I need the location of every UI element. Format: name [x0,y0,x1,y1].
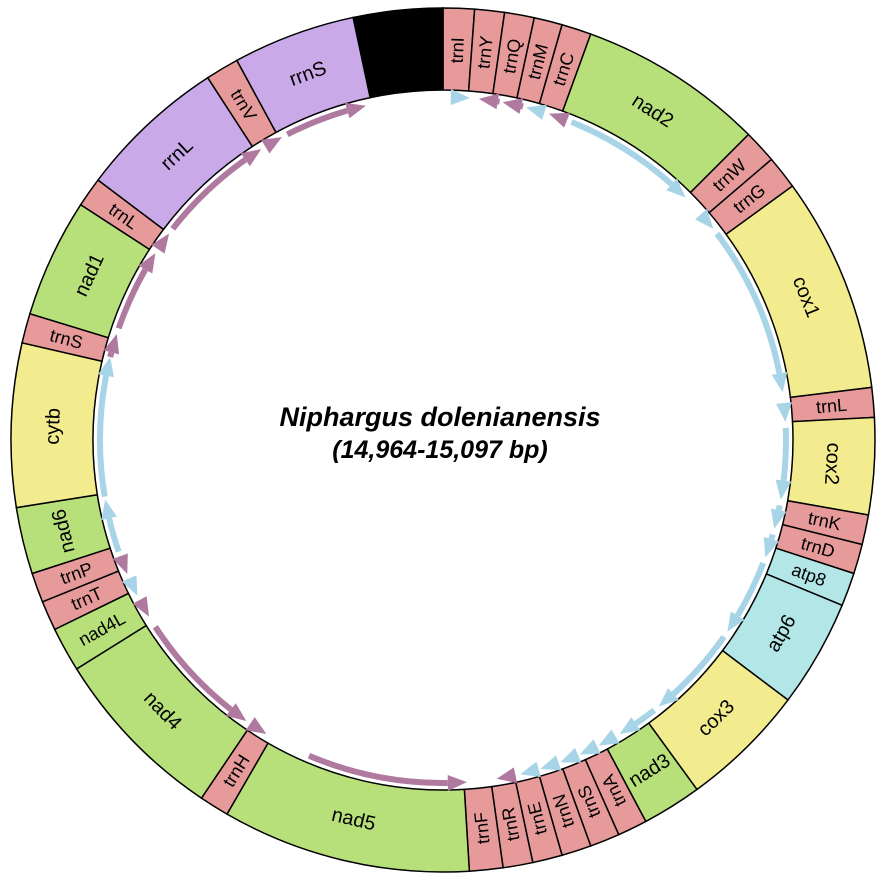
strand-arrows [97,89,792,791]
strand-arrow-head-18 [540,755,562,771]
strand-arrow-body-32 [170,157,248,231]
strand-arrow-head-8 [776,402,792,423]
strand-arrow-head-4 [548,112,570,128]
strand-arrow-body-11 [768,533,776,541]
strand-arrow-head-14 [619,717,641,735]
strand-arrow-body-7 [714,231,783,374]
strand-arrow-head-25 [121,575,138,596]
strand-arrow-head-1 [478,93,500,110]
gene-segment-control-region-37 [352,7,444,99]
strand-arrow-head-2 [502,98,524,114]
strand-arrow-head-20 [496,767,518,784]
strand-arrow-head-30 [138,253,156,274]
gene-label-cytb-30: cytb [42,408,65,445]
strand-arrow-body-29 [107,351,115,358]
strand-arrow-body-9 [780,427,789,481]
strand-arrow-head-7 [771,371,788,393]
strand-arrow-head-12 [727,611,745,632]
strand-arrow-body-12 [735,561,767,618]
strand-arrow-body-14 [634,707,657,727]
strand-arrow-body-23 [152,625,233,712]
species-name: Niphargus dolenianensis [279,402,601,432]
strand-arrow-body-13 [671,635,727,697]
gene-label-trnl-9: trnL [815,395,848,418]
strand-arrow-body-27 [106,517,122,553]
gene-label-cox2-10: cox2 [820,442,845,486]
gene-label-trni-0: trnI [447,37,468,64]
strand-arrow-body-28 [97,375,110,498]
strand-arrow-head-27 [101,499,117,521]
strand-arrow-head-21 [447,774,467,791]
strand-arrow-head-28 [98,357,114,378]
strand-arrow-head-22 [245,717,267,735]
gene-label-trnf-22: trnF [471,811,494,845]
strand-arrow-head-6 [695,208,714,229]
strand-arrow-head-32 [240,149,262,167]
strand-arrow-body-21 [307,752,448,786]
strand-arrow-head-0 [450,89,470,106]
map-title-block: Niphargus dolenianensis (14,964-15,097 b… [190,400,690,466]
strand-arrow-body-34 [285,107,349,138]
strand-arrow-head-33 [261,137,282,154]
strand-arrow-head-15 [598,729,620,746]
strand-arrow-head-13 [658,688,679,707]
strand-arrow-body-5 [570,119,674,187]
strand-arrow-body-30 [115,268,148,330]
strand-arrow-head-5 [666,178,686,198]
strand-arrow-head-29 [103,334,120,355]
strand-arrow-head-11 [763,536,780,558]
gene-segments [10,7,876,873]
strand-arrow-head-9 [775,479,792,500]
strand-arrow-head-24 [132,596,149,617]
strand-arrow-head-26 [112,553,128,575]
strand-arrow-body-10 [775,504,783,511]
strand-arrow-head-3 [525,104,547,120]
strand-arrow-head-34 [345,102,366,119]
strand-arrow-head-17 [560,747,582,763]
strand-arrow-head-31 [151,233,170,254]
strand-arrow-head-16 [579,739,601,755]
gene-label-trny-1: trnY [473,35,496,70]
strand-arrow-head-19 [520,761,541,778]
strand-arrow-head-10 [770,508,787,529]
genome-size: (14,964-15,097 bp) [332,436,548,464]
strand-arrow-head-23 [225,703,247,721]
